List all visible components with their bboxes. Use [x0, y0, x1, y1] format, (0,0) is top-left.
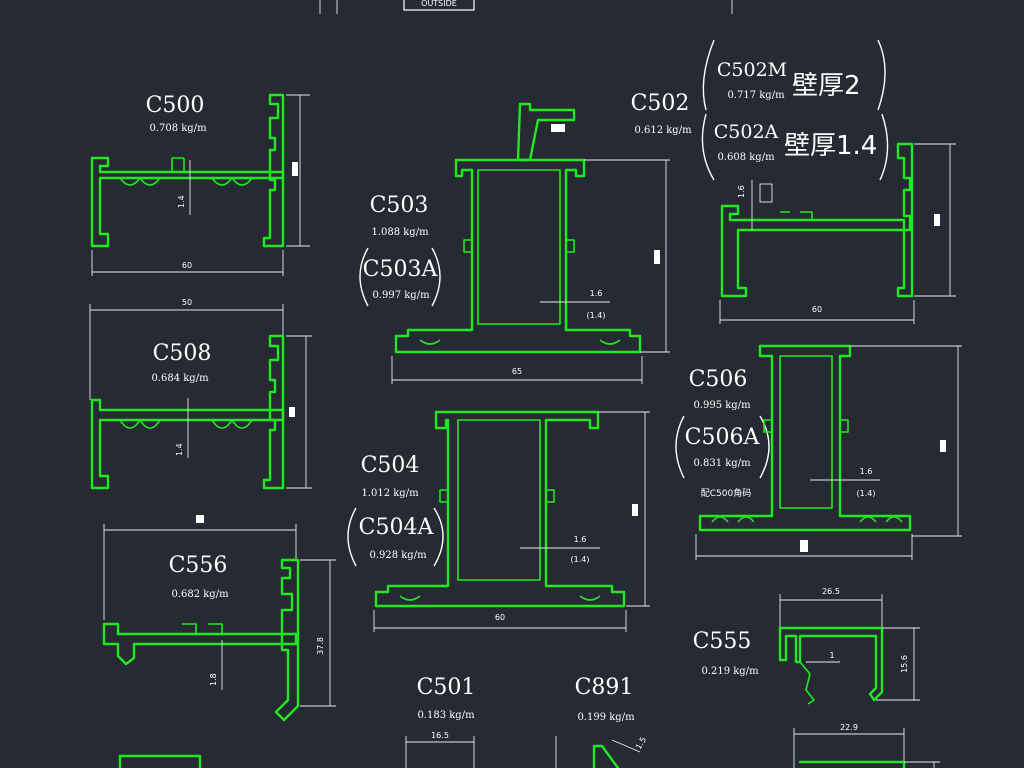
profile-c508: 50 C508 0.684 kg/m 1.4 [89, 298, 312, 490]
c503-dim-wall-alt: (1.4) [587, 311, 606, 320]
c555-code: C555 [693, 629, 752, 654]
c555-dim-width: 26.5 [822, 587, 840, 596]
c503a-weight: 0.997 kg/m [372, 290, 430, 301]
profile-c556: C556 0.682 kg/m 37.8 1.8 [102, 515, 336, 722]
c502-weight: 0.612 kg/m [634, 125, 692, 136]
c503-dim-width: 65 [512, 367, 522, 376]
c891-code: C891 [575, 675, 634, 700]
c502-dim-wall: 1.6 [737, 185, 746, 198]
profile-c500: C500 0.708 kg/m 60 1.4 [90, 93, 310, 276]
c502-dim-width: 60 [812, 305, 822, 314]
c502a-note: 壁厚1.4 [784, 131, 877, 161]
profile-c555: C555 0.219 kg/m 26.5 15.6 1 [693, 587, 920, 705]
c506a-weight: 0.831 kg/m [693, 458, 751, 469]
c502a-code: C502A [714, 121, 779, 143]
c556-weight: 0.682 kg/m [171, 589, 229, 600]
c506-note: 配C500角码 [701, 487, 751, 499]
bottom-right-dim-width: 22.9 [840, 723, 858, 732]
c502m-weight: 0.717 kg/m [727, 90, 785, 101]
c504-code: C504 [361, 453, 420, 478]
c504a-code: C504A [359, 515, 435, 540]
c504-dim-wall-alt: (1.4) [571, 555, 590, 564]
c504-weight: 1.012 kg/m [361, 488, 419, 499]
c500-weight: 0.708 kg/m [149, 123, 207, 134]
profile-bottom-left-partial [118, 754, 202, 768]
profile-bottom-right-partial: 22.9 [793, 723, 940, 768]
c506-dim-wall: 1.6 [860, 467, 873, 476]
profile-c501: C501 0.183 kg/m 16.5 [405, 675, 476, 768]
c502m-note: 壁厚2 [792, 71, 861, 101]
c503-weight: 1.088 kg/m [371, 227, 429, 238]
c556-dim-wall: 1.8 [209, 673, 218, 686]
c504-dim-width: 60 [495, 613, 505, 622]
c501-code: C501 [417, 675, 476, 700]
c508-weight: 0.684 kg/m [151, 373, 209, 384]
profile-c506: C506 0.995 kg/m C506A 0.831 kg/m 配C500角码… [675, 344, 962, 560]
c500-dim-wall: 1.4 [177, 195, 186, 208]
c891-dim-slant: 1.5 [634, 735, 648, 751]
c503a-code: C503A [363, 257, 439, 282]
c508-code: C508 [153, 341, 212, 366]
c502a-weight: 0.608 kg/m [717, 152, 775, 163]
profile-c891: C891 0.199 kg/m 1.5 [555, 675, 648, 768]
c506-dim-wall-alt: (1.4) [857, 489, 876, 498]
profile-c503: C503 1.088 kg/m C503A 0.997 kg/m 65 1.6 … [359, 102, 670, 384]
c500-dim-width: 60 [182, 261, 192, 270]
c556-dim-height: 37.8 [316, 637, 325, 655]
c503-code: C503 [370, 193, 429, 218]
c506a-code: C506A [685, 425, 761, 450]
c504-dim-wall: 1.6 [574, 535, 587, 544]
c502m-code: C502M [717, 59, 787, 81]
c503-dim-wall: 1.6 [590, 289, 603, 298]
c556-code: C556 [169, 553, 228, 578]
profile-c504: C504 1.012 kg/m C504A 0.928 kg/m 60 1.6 … [347, 410, 650, 632]
c555-dim-wall: 1 [829, 651, 834, 660]
c508-dim-width: 50 [182, 298, 192, 307]
c506-weight: 0.995 kg/m [693, 400, 751, 411]
c508-dim-wall: 1.4 [175, 443, 184, 456]
c500-code: C500 [146, 93, 205, 118]
profile-c502: C502 0.612 kg/m C502M 0.717 kg/m 壁厚2 C50… [631, 39, 956, 324]
c555-dim-height: 15.6 [900, 655, 909, 673]
c506-code: C506 [689, 367, 748, 392]
c555-weight: 0.219 kg/m [701, 666, 759, 677]
c501-dim-width: 16.5 [431, 731, 449, 740]
outside-label: OUTSIDE [421, 0, 457, 8]
c504a-weight: 0.928 kg/m [369, 550, 427, 561]
c891-weight: 0.199 kg/m [577, 712, 635, 723]
top-marks: OUTSIDE [319, 0, 733, 14]
c502-code: C502 [631, 91, 690, 116]
c501-weight: 0.183 kg/m [417, 710, 475, 721]
